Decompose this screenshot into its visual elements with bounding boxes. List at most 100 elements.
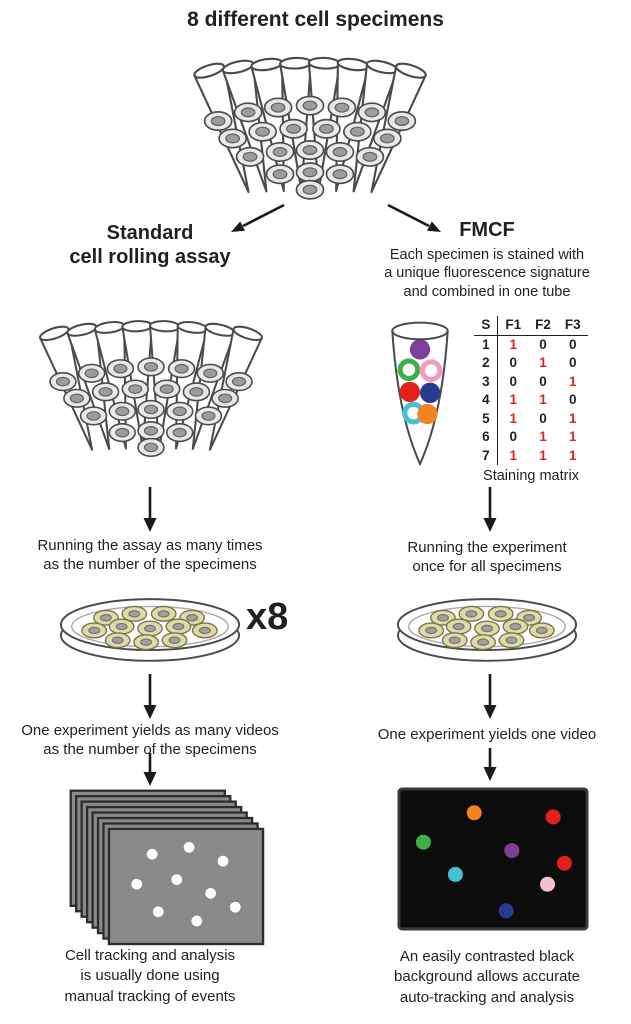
standard-caption: Cell tracking and analysis is usually do…: [64, 947, 236, 1005]
matrix-specimen: 3: [474, 372, 499, 391]
branch-arrow-right: [387, 203, 441, 232]
tracked-cell-dot: [556, 855, 572, 871]
specimen-cell: [419, 359, 443, 382]
matrix-value: 0: [569, 392, 577, 407]
tube-opening: [391, 321, 449, 341]
standard-yield-text: One experiment yields as many videos as …: [21, 722, 279, 758]
matrix-specimen: 6: [474, 428, 499, 447]
matrix-value: 0: [509, 355, 517, 370]
matrix-value: 1: [569, 447, 577, 463]
fmcf-yield-text: One experiment yields one video: [377, 726, 597, 743]
matrix-col-header: F3: [564, 317, 581, 332]
tracked-cell-dot: [205, 888, 217, 899]
specimen-cell: [397, 358, 421, 382]
tracked-cell-dot: [183, 841, 195, 853]
tracked-cell-dot: [545, 809, 561, 825]
down-arrow-left-2: [142, 674, 158, 720]
specimen-tube-cluster-left: [12, 300, 290, 467]
branch-arrow-left: [231, 203, 285, 232]
tube-cluster-graphic: [193, 57, 428, 199]
matrix-value: 0: [569, 336, 577, 352]
matrix-col-header: S: [474, 316, 499, 335]
matrix-value: 1: [509, 336, 517, 352]
down-arrow-right-3: [482, 748, 498, 782]
matrix-col-header: F2: [535, 317, 551, 332]
matrix-specimen: 2: [474, 354, 499, 373]
repeat-multiplier: x8: [246, 596, 289, 638]
specimen-cell: [417, 403, 438, 425]
matrix-col-header: F1: [505, 317, 522, 332]
specimen-cell: [420, 382, 441, 403]
matrix-specimen: 7: [474, 446, 499, 465]
matrix-value: 1: [539, 392, 547, 407]
matrix-value: 1: [539, 429, 547, 444]
standard-video-stack: [69, 789, 265, 946]
matrix-value: 1: [569, 373, 577, 389]
tracked-cell-dot: [131, 878, 143, 890]
video-stack-dots: [131, 841, 241, 927]
tube-cluster-graphic: [39, 320, 264, 456]
tracked-cell-dot: [191, 915, 203, 927]
specimen-cell: [399, 381, 420, 403]
fmcf-combined-tube: [391, 321, 449, 467]
tracked-cell-dot: [171, 874, 183, 885]
matrix-value: 1: [509, 447, 517, 463]
fmcf-tube-cells: [397, 339, 443, 425]
petri-dish-right: [394, 592, 580, 665]
video-stack-frames: [69, 789, 265, 946]
matrix-value: 0: [539, 410, 547, 426]
matrix-value: 1: [539, 447, 547, 463]
fmcf-video-dots: [415, 805, 572, 919]
matrix-value: 1: [569, 410, 577, 426]
down-arrow-left-3: [142, 753, 158, 787]
matrix-value: 1: [539, 355, 547, 370]
specimen-tube-cluster-top: [165, 36, 455, 210]
matrix-specimen: 1: [474, 335, 499, 354]
matrix-value: 0: [569, 355, 577, 370]
fmcf-video: [397, 787, 589, 931]
down-arrow-left-1: [142, 487, 158, 533]
tracked-cell-dot: [217, 855, 229, 867]
tracked-cell-dot: [229, 901, 241, 913]
diagram-title: 8 different cell specimens: [187, 8, 444, 31]
arrow-shaft: [242, 203, 285, 228]
standard-assay-title: Standard cell rolling assay: [69, 222, 231, 269]
arrow-head: [231, 221, 245, 232]
matrix-value: 0: [509, 429, 517, 444]
tracked-cell-dot: [447, 866, 463, 882]
arrow-head: [427, 221, 441, 232]
petri-dish-graphic: [61, 599, 239, 661]
fmcf-run-text: Running the experiment once for all spec…: [407, 539, 567, 575]
tracked-cell-dot: [146, 848, 158, 860]
tracked-cell-dot: [540, 876, 556, 892]
petri-dish-graphic: [398, 599, 576, 661]
matrix-value: 0: [539, 373, 547, 389]
down-arrow-right-2: [482, 674, 498, 720]
matrix-value: 0: [539, 336, 547, 352]
matrix-value: 1: [569, 429, 577, 444]
matrix-value: 1: [509, 410, 517, 426]
matrix-value: 0: [509, 373, 517, 389]
arrow-shaft: [387, 203, 430, 228]
matrix-header-row: S F1 F2 F3: [474, 316, 588, 335]
tracked-cell-dot: [152, 906, 164, 918]
fmcf-video-bg: [397, 787, 589, 931]
fmcf-caption: An easily contrasted black background al…: [394, 948, 580, 1006]
standard-run-text: Running the assay as many times as the n…: [37, 537, 263, 573]
fmcf-subtitle: Each specimen is stained with a unique f…: [384, 247, 590, 300]
staining-matrix-caption: Staining matrix: [483, 468, 579, 484]
tracked-cell-dot: [498, 903, 514, 919]
specimen-cell: [409, 339, 431, 360]
matrix-specimen: 5: [474, 409, 499, 428]
fmcf-title: FMCF: [459, 219, 515, 241]
tracked-cell-dot: [415, 834, 431, 850]
